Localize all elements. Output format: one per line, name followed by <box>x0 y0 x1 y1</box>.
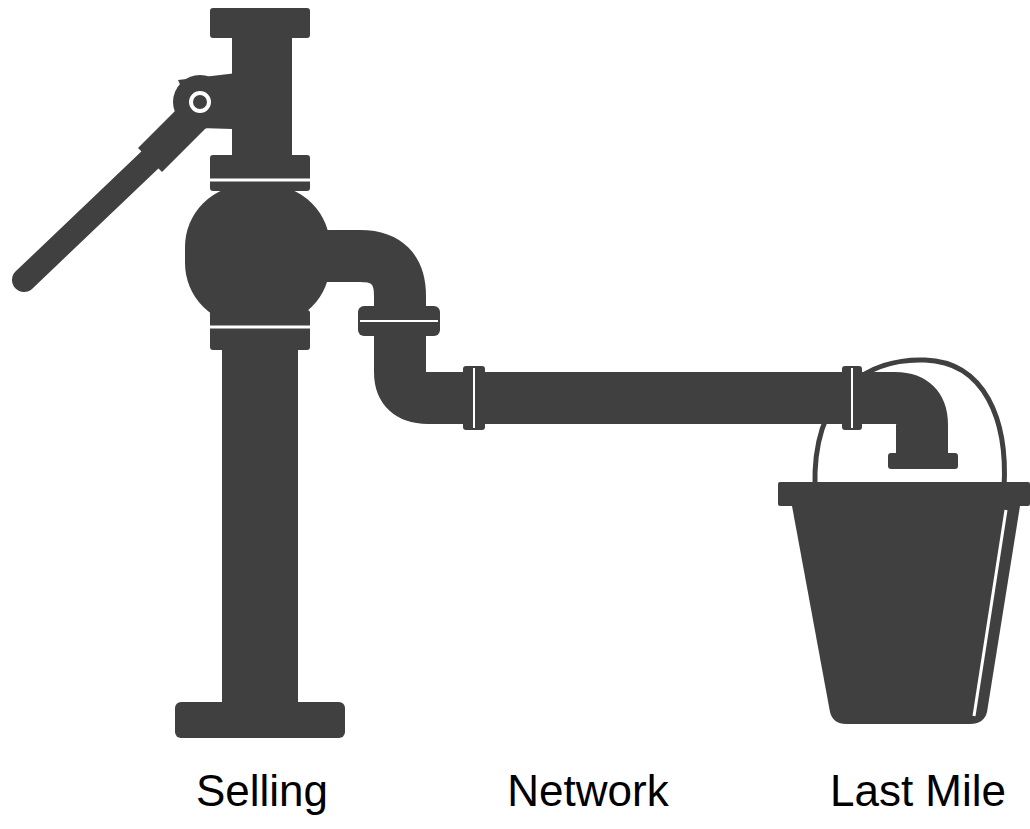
pump-chamber <box>185 185 330 325</box>
pump-ring <box>210 310 310 350</box>
pump-ring-line <box>210 326 310 329</box>
bucket-highlight <box>974 510 1006 716</box>
pump-stem <box>222 348 298 708</box>
pipe-nozzle <box>888 453 958 469</box>
bucket-rim <box>778 482 1030 506</box>
pipe <box>320 256 922 458</box>
pipe-coupling-line <box>360 320 438 322</box>
pipe-coupling <box>358 306 440 336</box>
pipe-coupling-line <box>473 368 475 428</box>
pump-cap <box>210 8 310 38</box>
pump-pivot <box>173 75 227 129</box>
pipe-coupling <box>463 366 485 430</box>
pipe-coupling-line <box>851 368 853 428</box>
section-label: Last Mile <box>830 766 1006 816</box>
bucket-body <box>792 506 1020 724</box>
pump-pivot-pin <box>191 93 209 111</box>
pump-top-pipe <box>232 36 292 160</box>
pipe-coupling <box>842 366 862 430</box>
section-label: Selling <box>196 766 328 816</box>
pump-collar-line <box>210 179 310 182</box>
pump-foot <box>175 702 345 738</box>
section-label: Network <box>507 766 668 816</box>
